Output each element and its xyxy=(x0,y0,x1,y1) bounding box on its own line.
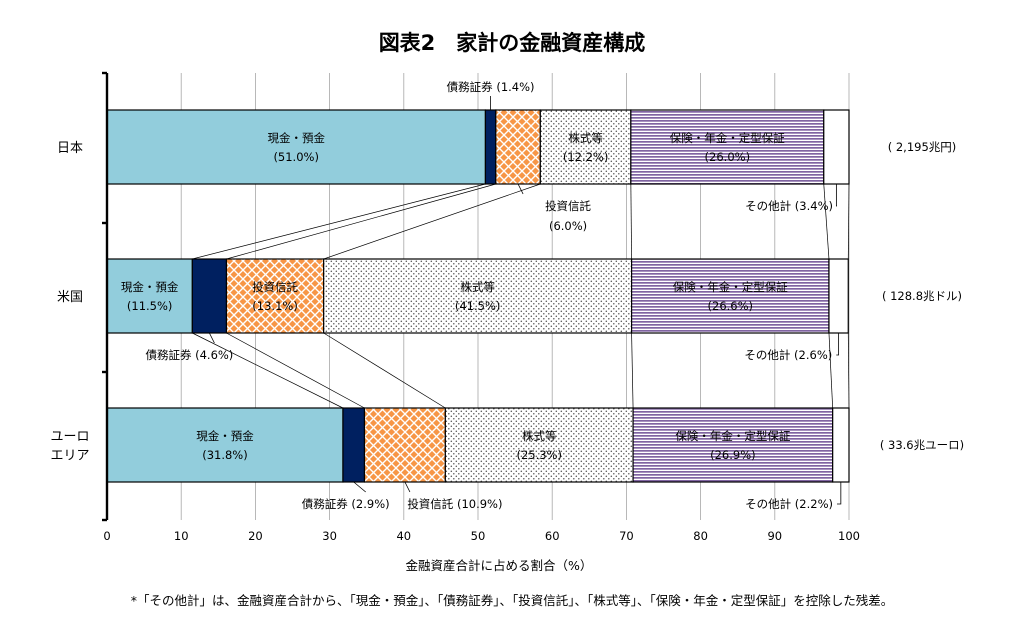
axes: 0 10 20 30 40 50 60 70 80 90 100 xyxy=(102,71,860,543)
data-labels: 日本 ( 2,195兆円) 現金・預金 (51.0%) 債務証券 (1.4%) 投資信託 (… xyxy=(50,80,964,511)
total-label: ( 33.6兆ユーロ) xyxy=(880,438,964,452)
x-tick-label: 10 xyxy=(174,529,189,543)
bar-segment xyxy=(484,109,497,185)
segment-value: (12.2%) xyxy=(563,150,609,164)
total-label: ( 128.8兆ドル) xyxy=(882,289,962,303)
connector-line xyxy=(323,183,541,260)
callout-value: (6.0%) xyxy=(549,219,587,233)
bar-segment xyxy=(832,407,850,483)
x-tick-label: 70 xyxy=(619,529,634,543)
segment-value: (51.0%) xyxy=(273,150,319,164)
bar-segment xyxy=(191,258,228,334)
category-label: 米国 xyxy=(57,290,83,305)
segment-label: 保険・年金・定型保証 xyxy=(675,429,790,443)
x-tick-label: 30 xyxy=(322,529,337,543)
x-tick-label: 50 xyxy=(471,529,486,543)
connector-line xyxy=(323,332,446,409)
callout-line xyxy=(836,333,840,356)
x-tick-label: 90 xyxy=(767,529,782,543)
bar-segment xyxy=(106,258,193,334)
connector-line xyxy=(192,183,486,260)
segment-value: (13.1%) xyxy=(252,299,298,313)
bar-segment xyxy=(630,258,830,334)
bar-segment xyxy=(106,109,487,185)
bar-segment xyxy=(495,109,541,185)
bar-segment xyxy=(823,109,850,185)
x-axis-label: 金融資産合計に占める割合（%） xyxy=(406,558,593,573)
connector-line xyxy=(631,332,634,409)
segment-label: 現金・預金 xyxy=(267,131,325,145)
callout-line xyxy=(353,481,366,493)
segment-label: 保険・年金・定型保証 xyxy=(670,131,785,145)
bars xyxy=(106,109,850,483)
connector-line xyxy=(847,183,850,260)
segment-label: 株式等 xyxy=(568,131,603,145)
category-label: エリア xyxy=(50,449,89,464)
callout-label: その他計 (2.6%) xyxy=(744,348,832,362)
bar-segment xyxy=(106,407,344,483)
callout-line xyxy=(835,184,837,207)
segment-label: 株式等 xyxy=(460,280,495,294)
callout-label: 投資信託 (10.9%) xyxy=(407,497,502,511)
chart-title: 図表2 家計の金融資産構成 xyxy=(379,31,646,55)
footnote: *「その他計」は、金融資産合計から、「現金・預金」、「債務証券」、「投資信託」、… xyxy=(131,593,894,608)
segment-label: 現金・預金 xyxy=(121,280,179,294)
callout-label: 債務証券 (2.9%) xyxy=(302,497,390,511)
connector-line xyxy=(630,183,632,260)
x-tick-label: 20 xyxy=(248,529,263,543)
segment-value: (26.9%) xyxy=(710,448,756,462)
connector-line xyxy=(828,332,834,409)
connector-lines xyxy=(192,183,850,409)
segment-value: (26.6%) xyxy=(708,299,754,313)
bar-segment xyxy=(539,109,632,185)
segment-label: 株式等 xyxy=(522,429,557,443)
callout-label: その他計 (2.2%) xyxy=(745,497,833,511)
x-tick-label: 40 xyxy=(396,529,411,543)
bar-segment xyxy=(323,258,633,334)
bar-segment xyxy=(632,407,834,483)
bar-segment xyxy=(342,407,366,483)
connector-line xyxy=(847,332,850,409)
total-label: ( 2,195兆円) xyxy=(888,140,957,154)
callout-line xyxy=(404,481,411,493)
callout-label: 債務証券 (1.4%) xyxy=(447,80,535,94)
connector-line xyxy=(226,332,365,409)
connector-line xyxy=(823,183,830,260)
callout-label: 債務証券 (4.6%) xyxy=(145,348,233,362)
segment-value: (41.5%) xyxy=(455,299,501,313)
segment-label: 保険・年金・定型保証 xyxy=(673,280,788,294)
callout-line xyxy=(517,183,524,195)
bar-segment xyxy=(630,109,825,185)
x-tick-label: 60 xyxy=(545,529,560,543)
category-label: ユーロ xyxy=(50,430,89,445)
category-label: 日本 xyxy=(57,141,83,156)
x-tick-label: 100 xyxy=(838,529,860,543)
bar-segment xyxy=(444,407,634,483)
bar-segment xyxy=(363,407,446,483)
segment-value: (25.3%) xyxy=(516,448,562,462)
segment-label: 投資信託 xyxy=(252,280,298,294)
callout-line xyxy=(209,332,215,344)
callout-line xyxy=(837,482,842,505)
segment-value: (11.5%) xyxy=(127,299,173,313)
segment-label: 現金・預金 xyxy=(196,429,254,443)
bar-segment xyxy=(225,258,325,334)
x-tick-label: 0 xyxy=(103,529,110,543)
callout-label: 投資信託 xyxy=(545,199,591,213)
segment-value: (26.0%) xyxy=(705,150,751,164)
connector-line xyxy=(226,183,496,260)
x-tick-label: 80 xyxy=(693,529,708,543)
connector-line xyxy=(192,332,344,409)
bar-segment xyxy=(828,258,849,334)
callout-label: その他計 (3.4%) xyxy=(745,199,833,213)
segment-value: (31.8%) xyxy=(202,448,248,462)
